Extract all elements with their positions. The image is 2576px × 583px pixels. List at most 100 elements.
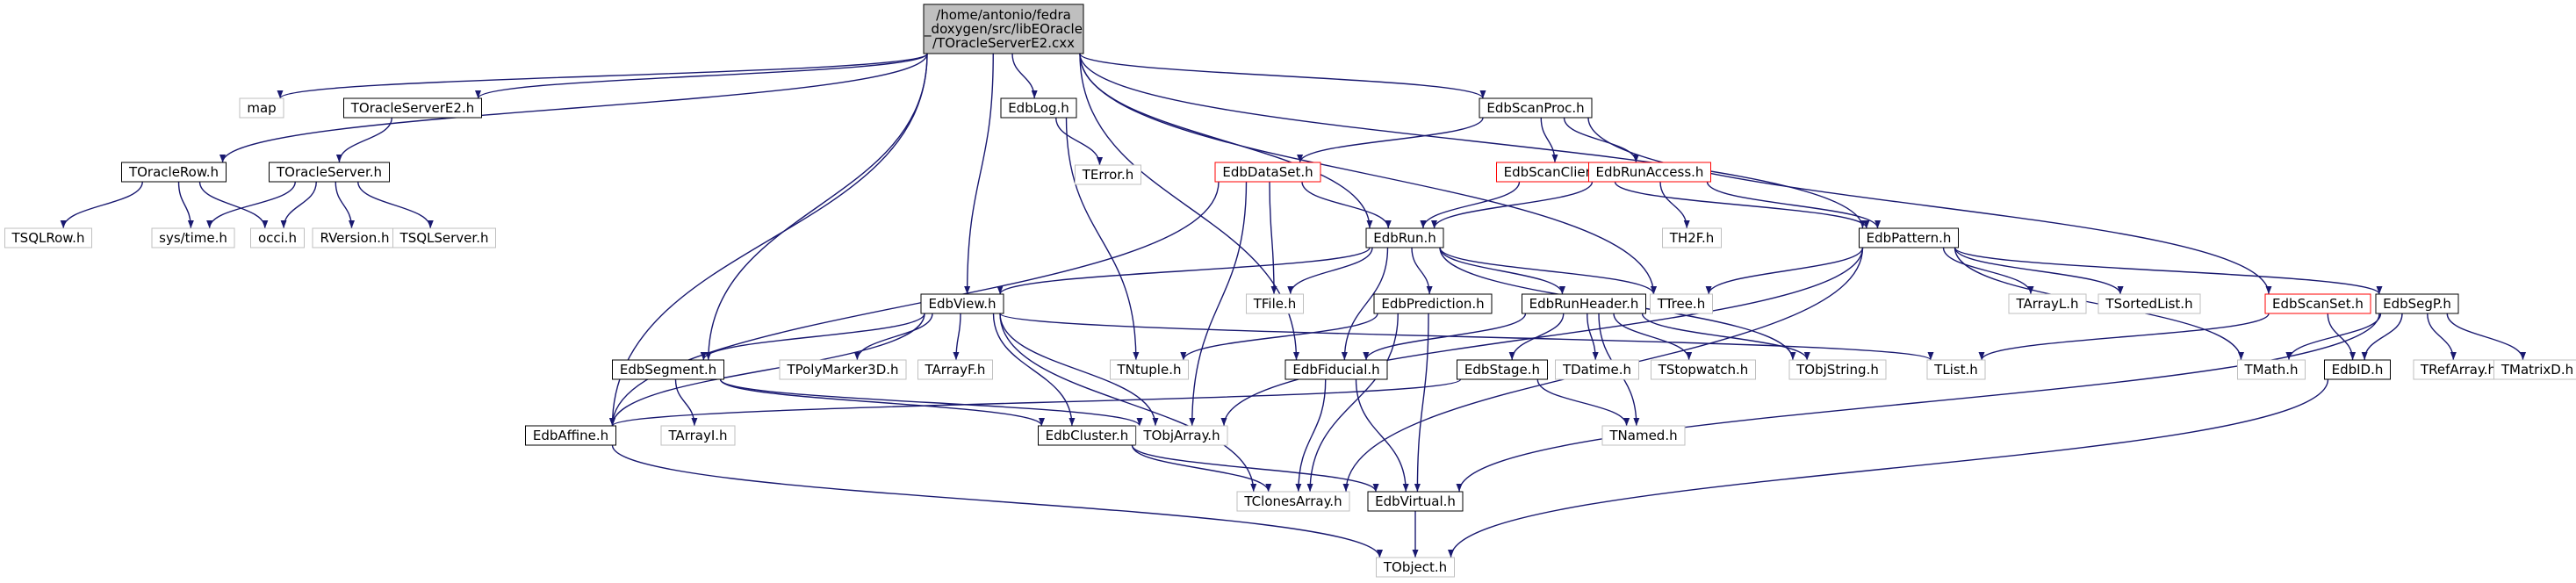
node-TArrayLh[interactable]: TArrayL.h [2008, 293, 2087, 314]
node-box [1000, 97, 1077, 119]
node-box [1214, 162, 1321, 183]
node-EdbSegPh[interactable]: EdbSegP.h [2375, 293, 2459, 314]
node-label: EdbLog.h [1008, 100, 1069, 116]
edge-EdbScanProch-to-EdbScanSeth [1587, 117, 2272, 295]
node-box [2324, 359, 2391, 380]
node-label: TOracleRow.h [128, 164, 219, 180]
root-label-line-2: _doxygen/src/libEOracle [924, 21, 1083, 38]
edge-TOracleServerE2h-to-TOracleServerh [335, 117, 392, 163]
node-map[interactable]: map [239, 97, 284, 119]
edge-EdbViewh-to-TArrayFh [953, 313, 961, 361]
node-TNtupleh[interactable]: TNtuple.h [1110, 359, 1189, 380]
edge-root-to-EdbViewh [964, 53, 994, 295]
node-TSQLRowh[interactable]: TSQLRow.h [4, 227, 92, 248]
node-EdbRunHeaderh[interactable]: EdbRunHeader.h [1522, 293, 1646, 314]
node-label: EdbVirtual.h [1375, 493, 1456, 509]
edge-EdbAffineh-to-TObjecth [611, 444, 1383, 558]
node-EdbSegmenth[interactable]: EdbSegment.h [612, 359, 724, 380]
node-EdbPredictionh[interactable]: EdbPrediction.h [1373, 293, 1493, 314]
node-TErrorh[interactable]: TError.h [1075, 164, 1141, 185]
node-occih[interactable]: occi.h [250, 227, 305, 248]
node-TDatimeh[interactable]: TDatime.h [1555, 359, 1639, 380]
edge-EdbRunAccessh-to-EdbPatternh [1706, 181, 1882, 229]
edge-TOracleServerh-to-TSQLServerh [357, 181, 434, 229]
node-systimeh[interactable]: sys/time.h [151, 227, 235, 248]
node-label: TObjString.h [1795, 362, 1879, 378]
edge-root-to-EdbLogh [1011, 53, 1038, 99]
node-label: TSQLServer.h [399, 230, 489, 246]
edge-EdbLogh-to-TErrorh [1055, 117, 1104, 166]
node-TPolyMarker3Dh[interactable]: TPolyMarker3D.h [779, 359, 907, 380]
node-EdbClusterh[interactable]: EdbCluster.h [1038, 425, 1136, 446]
edge-EdbDataSeth-to-EdbRunh [1301, 181, 1392, 229]
node-TSortedListh[interactable]: TSortedList.h [2097, 293, 2201, 314]
edge-root-to-EdbPatternh [1079, 53, 1866, 229]
edge-EdbViewh-to-TObjArrayh [999, 313, 1159, 427]
node-TNamedh[interactable]: TNamed.h [1601, 425, 1686, 446]
edge-root-to-EdbSegmenth [705, 53, 928, 361]
node-box [1601, 425, 1686, 446]
node-EdbIDh[interactable]: EdbID.h [2324, 359, 2391, 380]
node-TH2Fh[interactable]: TH2F.h [1662, 227, 1722, 248]
node-EdbRunh[interactable]: EdbRun.h [1365, 227, 1444, 248]
node-label: EdbRun.h [1373, 230, 1436, 246]
edge-root-to-EdbScanProch [1079, 53, 1486, 99]
node-label: TObject.h [1383, 559, 1447, 575]
node-label: TSortedList.h [2105, 296, 2192, 312]
node-EdbAffineh[interactable]: EdbAffine.h [525, 425, 616, 446]
node-label: TError.h [1082, 167, 1134, 183]
node-box [1522, 293, 1646, 314]
node-label: EdbFiducial.h [1292, 362, 1379, 378]
node-box [1859, 227, 1959, 248]
node-box [121, 162, 227, 183]
node-label: TDatime.h [1562, 362, 1631, 378]
node-label: TOracleServerE2.h [350, 100, 474, 116]
node-EdbRunAccessh[interactable]: EdbRunAccess.h [1588, 162, 1711, 183]
edge-TOracleRowh-to-occih [198, 181, 269, 229]
node-RVersionh[interactable]: RVersion.h [312, 227, 398, 248]
node-EdbStageh[interactable]: EdbStage.h [1457, 359, 1548, 380]
node-TStopwatchh[interactable]: TStopwatch.h [1651, 359, 1756, 380]
node-label: TFile.h [1253, 296, 1297, 312]
edge-EdbRunAccessh-to-EdbRunh [1431, 181, 1594, 229]
node-EdbScanSeth[interactable]: EdbScanSet.h [2264, 293, 2371, 314]
node-TObjArrayh[interactable]: TObjArray.h [1135, 425, 1228, 446]
node-EdbVirtualh[interactable]: EdbVirtual.h [1367, 491, 1464, 512]
node-TClonesArrayh[interactable]: TClonesArray.h [1236, 491, 1350, 512]
node-label: EdbCluster.h [1046, 428, 1129, 443]
node-TOracleServerE2h[interactable]: TOracleServerE2.h [343, 97, 482, 119]
node-box [151, 227, 235, 248]
edge-EdbRunHeaderh-to-TDatimeh [1587, 313, 1599, 361]
node-label: EdbScanSet.h [2272, 296, 2364, 312]
node-box [2375, 293, 2459, 314]
node-TMatrixDh[interactable]: TMatrixD.h [2493, 359, 2576, 380]
node-EdbFiducialh[interactable]: EdbFiducial.h [1284, 359, 1388, 380]
edge-EdbScanSeth-to-TListh [1978, 313, 2270, 361]
node-TMathh[interactable]: TMath.h [2237, 359, 2306, 380]
node-TRefArrayh[interactable]: TRefArray.h [2413, 359, 2504, 380]
node-TArrayIh[interactable]: TArrayI.h [660, 425, 736, 446]
node-label: EdbAffine.h [533, 428, 608, 443]
node-TObjecth[interactable]: TObject.h [1376, 557, 1455, 578]
edge-EdbRunh-to-EdbViewh [997, 247, 1371, 295]
node-EdbLogh[interactable]: EdbLog.h [1000, 97, 1077, 119]
edge-EdbLogh-to-TNtupleh [1065, 117, 1140, 361]
edge-EdbViewh-to-TPolyMarker3Dh [853, 313, 933, 361]
edge-EdbStageh-to-EdbAffineh [609, 378, 1462, 427]
node-EdbDataSeth[interactable]: EdbDataSet.h [1214, 162, 1321, 183]
node-TArrayFh[interactable]: TArrayF.h [917, 359, 993, 380]
nodes-layer: /home/antonio/fedra _doxygen/src/libEOra… [4, 4, 2576, 578]
node-TObjStringh[interactable]: TObjString.h [1788, 359, 1887, 380]
node-TTreeh[interactable]: TTree.h [1650, 293, 1713, 314]
edge-EdbSegPh-to-EdbVirtualh [1456, 313, 2380, 493]
node-EdbScanProch[interactable]: EdbScanProc.h [1479, 97, 1593, 119]
node-TOracleServerh[interactable]: TOracleServer.h [269, 162, 390, 183]
node-TOracleRowh[interactable]: TOracleRow.h [121, 162, 227, 183]
node-TFileh[interactable]: TFile.h [1246, 293, 1304, 314]
node-EdbViewh[interactable]: EdbView.h [920, 293, 1004, 314]
node-TListh[interactable]: TList.h [1926, 359, 1986, 380]
node-TSQLServerh[interactable]: TSQLServer.h [392, 227, 496, 248]
edge-root-to-EdbRunh [1079, 53, 1373, 229]
node-EdbPatternh[interactable]: EdbPattern.h [1859, 227, 1959, 248]
